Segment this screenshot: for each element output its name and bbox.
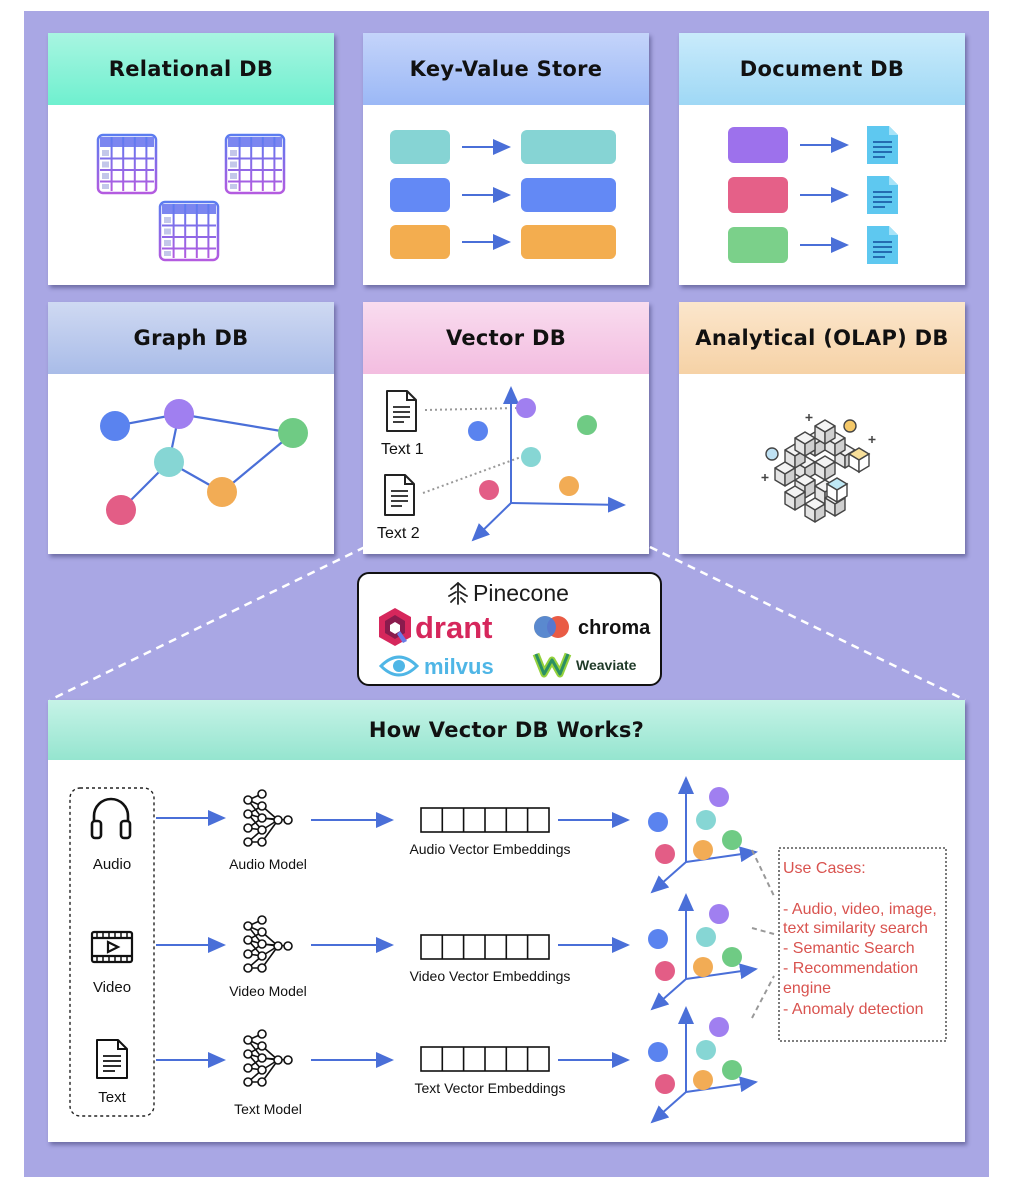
text1-label: Text 1 [381, 441, 424, 458]
document-db-card: Document DB [679, 33, 965, 285]
how-vector-db-works-panel: How Vector DB Works? [48, 700, 965, 1142]
use-case-line: text similarity search [783, 920, 928, 937]
vector-space: Text 1 Text 2 [377, 386, 626, 542]
vector-space-plot [648, 1008, 756, 1122]
use-case-line: - Audio, video, image, [783, 901, 937, 918]
vector-space-plot [648, 778, 756, 892]
weaviate-logo: Weaviate [532, 652, 637, 678]
graph-node [278, 418, 308, 448]
milvus-name: milvus [424, 654, 494, 679]
key-box [390, 178, 450, 212]
key-box [728, 127, 788, 163]
value-box [521, 225, 616, 259]
vector-point [479, 480, 499, 500]
qdrant-name: drant [415, 610, 493, 645]
key-box [390, 225, 450, 259]
neural-network-icon [243, 1029, 293, 1087]
model-label-audio: Audio Model [229, 856, 307, 872]
use-cases-box [778, 847, 947, 1042]
key-value-store-card: Key-Value Store [363, 33, 649, 285]
graph-node [154, 447, 184, 477]
vector-db-vendors-box: Pinecone drant chroma milvus Weaviate [357, 572, 662, 686]
input-label-audio: Audio [93, 856, 131, 873]
embedding-vector [420, 1046, 550, 1072]
neural-network-icon [243, 915, 293, 973]
how-it-works-title: How Vector DB Works? [48, 700, 965, 760]
graph-node [164, 399, 194, 429]
axis-arrow [471, 502, 512, 542]
text-document-icon [96, 1039, 128, 1079]
input-label-text: Text [98, 1089, 126, 1106]
olap-cube-icon [761, 414, 876, 523]
vector-point [577, 415, 597, 435]
axis-arrow [510, 496, 626, 513]
vector-db-title: Vector DB [363, 302, 649, 374]
headphones-icon [90, 797, 132, 840]
use-case-line: engine [783, 980, 831, 997]
key-value-store-title: Key-Value Store [363, 33, 649, 105]
olap-illustration [679, 374, 965, 554]
olap-db-title: Analytical (OLAP) DB [679, 302, 965, 374]
input-group-box [69, 787, 155, 1117]
embedding-label-text: Text Vector Embeddings [415, 1080, 566, 1096]
pinecone-name: Pinecone [473, 580, 569, 606]
relational-db-card: Relational DB [48, 33, 334, 285]
vector-db-card: Vector DB Text 1 Text 2 [363, 302, 649, 554]
milvus-logo: milvus [378, 654, 494, 679]
input-label-video: Video [93, 979, 131, 996]
vector-point [521, 447, 541, 467]
document-db-title: Document DB [679, 33, 965, 105]
graph-node [100, 411, 130, 441]
graph-node [207, 477, 237, 507]
graph-node [106, 495, 136, 525]
olap-db-card: Analytical (OLAP) DB [679, 302, 965, 554]
graph-db-card: Graph DB [48, 302, 334, 554]
qdrant-logo: drant [379, 608, 493, 646]
graph-illustration [48, 374, 334, 554]
key-box [728, 177, 788, 213]
embedding-label-video: Video Vector Embeddings [410, 968, 571, 984]
vector-point [468, 421, 488, 441]
key-box [728, 227, 788, 263]
use-case-line: - Anomaly detection [783, 1001, 924, 1018]
model-label-text: Text Model [234, 1101, 302, 1117]
video-icon [90, 930, 134, 964]
use-case-line: - Recommendation [783, 960, 918, 977]
document-db-illustration [679, 105, 965, 285]
key-value-illustration [363, 105, 649, 285]
model-label-video: Video Model [229, 983, 307, 999]
use-case-line: - Semantic Search [783, 940, 915, 957]
document-pairs [728, 125, 899, 265]
vector-space-plot [648, 895, 756, 1009]
weaviate-name: Weaviate [576, 657, 637, 673]
pinecone-logo: Pinecone [448, 580, 569, 606]
graph-nodes [100, 399, 308, 525]
graph-db-title: Graph DB [48, 302, 334, 374]
value-box [521, 178, 616, 212]
key-box [390, 130, 450, 164]
relational-db-title: Relational DB [48, 33, 334, 105]
chroma-logo: chroma [534, 616, 651, 639]
key-value-pairs [390, 130, 616, 259]
vector-point [559, 476, 579, 496]
use-cases-title: Use Cases: [783, 860, 866, 877]
text2-label: Text 2 [377, 525, 420, 542]
embedding-label-audio: Audio Vector Embeddings [409, 841, 570, 857]
value-box [521, 130, 616, 164]
pipeline-diagram: Audio Video Text Audio Model Video Model… [69, 700, 947, 1142]
chroma-name: chroma [578, 617, 651, 639]
embedding-vector [420, 934, 550, 960]
neural-network-icon [243, 789, 293, 847]
vector-point [516, 398, 536, 418]
vector-illustration: Text 1 Text 2 [363, 374, 649, 554]
embedding-vector [420, 807, 550, 833]
